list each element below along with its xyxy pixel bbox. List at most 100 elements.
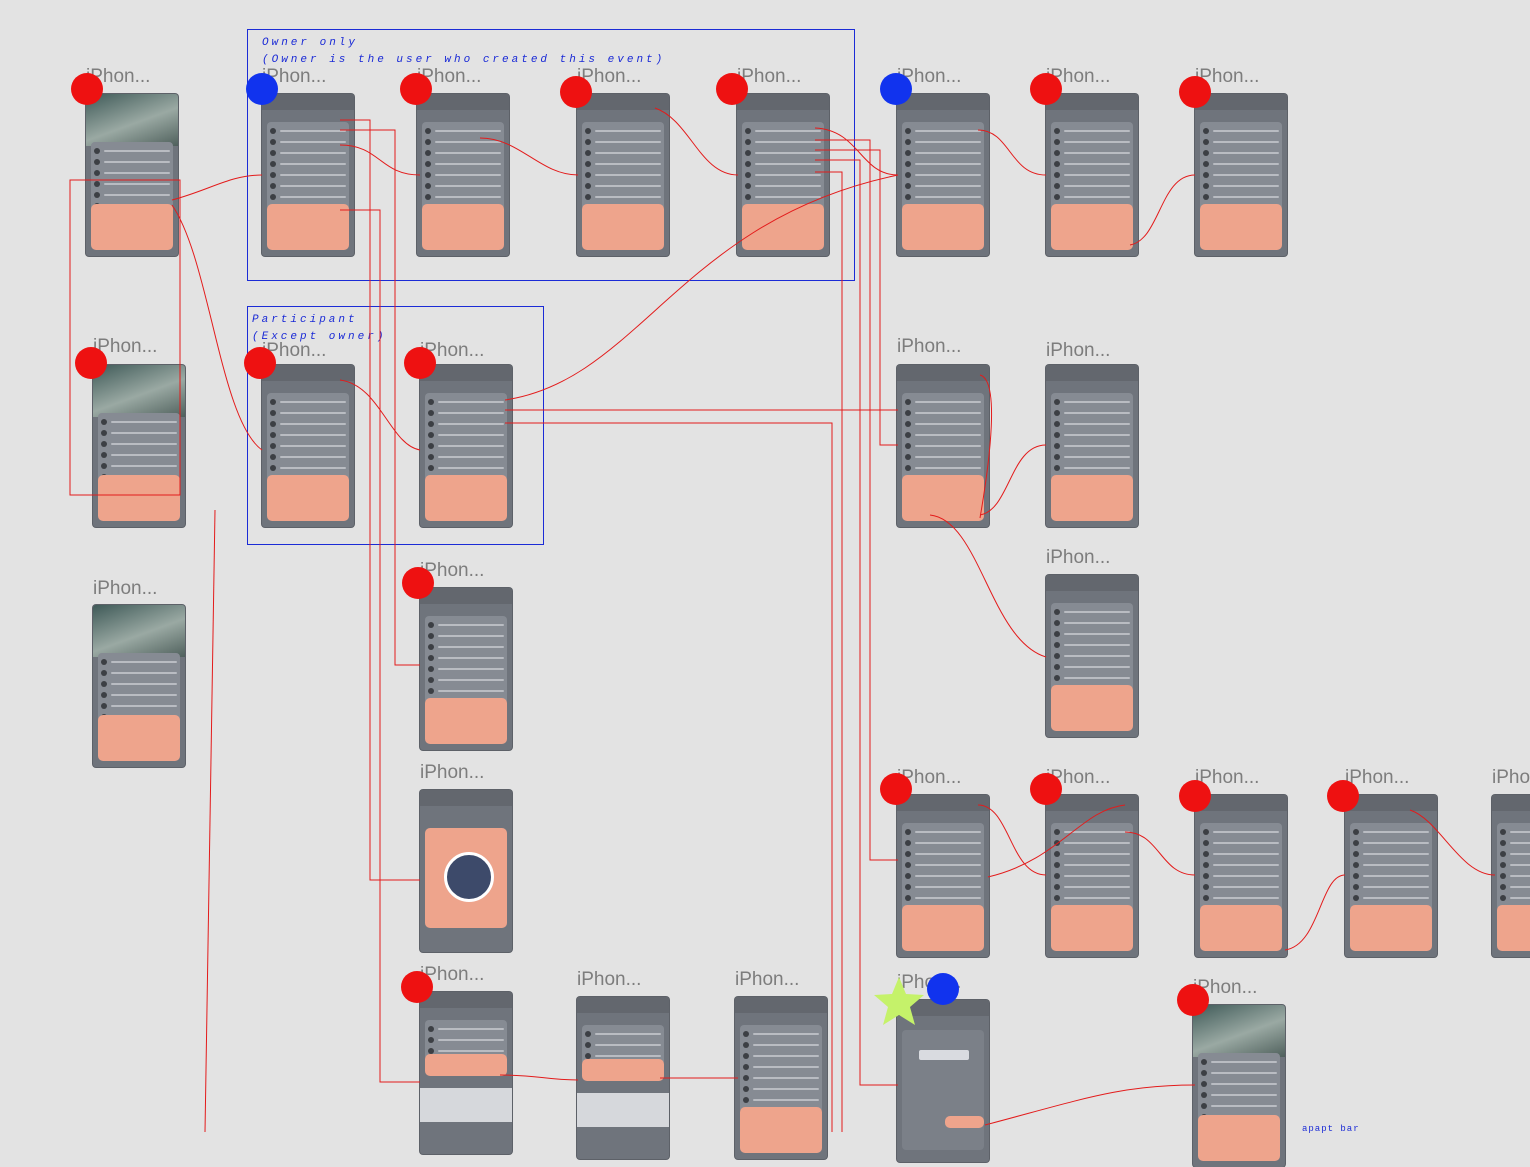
- frame-share-sheet[interactable]: [1046, 365, 1138, 527]
- list-item[interactable]: [1510, 864, 1530, 866]
- list-item[interactable]: [111, 465, 177, 467]
- list-item[interactable]: [753, 1044, 819, 1046]
- list-item[interactable]: [915, 467, 981, 469]
- list-item[interactable]: [1064, 434, 1130, 436]
- frame-manage-next[interactable]: [1492, 795, 1530, 957]
- list-item[interactable]: [755, 196, 821, 198]
- list-item[interactable]: [1064, 174, 1130, 176]
- list-item[interactable]: [1213, 886, 1279, 888]
- list-item[interactable]: [438, 690, 504, 692]
- list-item[interactable]: [438, 646, 504, 648]
- list-item[interactable]: [915, 185, 981, 187]
- list-item[interactable]: [1064, 853, 1130, 855]
- list-item[interactable]: [1213, 897, 1279, 899]
- list-item[interactable]: [753, 1066, 819, 1068]
- list-item[interactable]: [915, 842, 981, 844]
- list-item[interactable]: [438, 401, 504, 403]
- list-item[interactable]: [438, 1028, 504, 1030]
- list-item[interactable]: [435, 130, 501, 132]
- frame-participant-menu[interactable]: [420, 365, 512, 527]
- list-item[interactable]: [1064, 163, 1130, 165]
- list-item[interactable]: [915, 174, 981, 176]
- list-item[interactable]: [1064, 185, 1130, 187]
- done-button[interactable]: [945, 1116, 984, 1128]
- list-item[interactable]: [1064, 886, 1130, 888]
- list-item[interactable]: [1064, 611, 1130, 613]
- frame-home-timeline[interactable]: [93, 365, 185, 527]
- list-item[interactable]: [1064, 655, 1130, 657]
- list-item[interactable]: [1211, 1072, 1277, 1074]
- list-item[interactable]: [1064, 897, 1130, 899]
- list-item[interactable]: [280, 412, 346, 414]
- frame-event-participant[interactable]: [262, 365, 354, 527]
- list-item[interactable]: [915, 130, 981, 132]
- frame-message-input[interactable]: [420, 992, 512, 1154]
- list-item[interactable]: [1213, 842, 1279, 844]
- list-item[interactable]: [1064, 412, 1130, 414]
- frame-invite-list[interactable]: [1046, 94, 1138, 256]
- list-item[interactable]: [1213, 875, 1279, 877]
- list-item[interactable]: [104, 161, 170, 163]
- list-item[interactable]: [1213, 163, 1279, 165]
- list-item[interactable]: [1064, 875, 1130, 877]
- list-item[interactable]: [435, 196, 501, 198]
- list-item[interactable]: [755, 174, 821, 176]
- list-item[interactable]: [111, 454, 177, 456]
- list-item[interactable]: [915, 445, 981, 447]
- list-item[interactable]: [438, 668, 504, 670]
- list-item[interactable]: [595, 163, 661, 165]
- list-item[interactable]: [438, 624, 504, 626]
- list-item[interactable]: [438, 657, 504, 659]
- list-item[interactable]: [1213, 174, 1279, 176]
- list-item[interactable]: [1363, 853, 1429, 855]
- list-item[interactable]: [1211, 1083, 1277, 1085]
- frame-home-nomessage[interactable]: [93, 605, 185, 767]
- list-item[interactable]: [1064, 130, 1130, 132]
- list-item[interactable]: [111, 705, 177, 707]
- list-item[interactable]: [1064, 456, 1130, 458]
- list-item[interactable]: [280, 185, 346, 187]
- list-item[interactable]: [438, 412, 504, 414]
- list-item[interactable]: [438, 423, 504, 425]
- list-item[interactable]: [111, 672, 177, 674]
- list-item[interactable]: [755, 141, 821, 143]
- list-item[interactable]: [915, 196, 981, 198]
- list-item[interactable]: [1211, 1061, 1277, 1063]
- frame-owner-options[interactable]: [737, 94, 829, 256]
- list-item[interactable]: [111, 432, 177, 434]
- list-item[interactable]: [435, 163, 501, 165]
- list-item[interactable]: [1064, 644, 1130, 646]
- list-item[interactable]: [1064, 423, 1130, 425]
- list-item[interactable]: [104, 172, 170, 174]
- list-item[interactable]: [438, 635, 504, 637]
- list-item[interactable]: [1510, 831, 1530, 833]
- list-item[interactable]: [595, 1033, 661, 1035]
- list-item[interactable]: [915, 401, 981, 403]
- list-item[interactable]: [1064, 831, 1130, 833]
- list-item[interactable]: [915, 897, 981, 899]
- list-item[interactable]: [915, 853, 981, 855]
- list-item[interactable]: [915, 152, 981, 154]
- list-item[interactable]: [915, 886, 981, 888]
- list-item[interactable]: [595, 1044, 661, 1046]
- frame-home-history[interactable]: [86, 94, 178, 256]
- list-item[interactable]: [915, 434, 981, 436]
- list-item[interactable]: [755, 152, 821, 154]
- list-item[interactable]: [753, 1055, 819, 1057]
- list-item[interactable]: [1213, 864, 1279, 866]
- list-item[interactable]: [595, 152, 661, 154]
- list-item[interactable]: [280, 423, 346, 425]
- list-item[interactable]: [438, 1039, 504, 1041]
- list-item[interactable]: [1510, 842, 1530, 844]
- list-item[interactable]: [111, 421, 177, 423]
- list-item[interactable]: [1211, 1094, 1277, 1096]
- list-item[interactable]: [755, 130, 821, 132]
- list-item[interactable]: [1064, 152, 1130, 154]
- list-item[interactable]: [111, 443, 177, 445]
- list-item[interactable]: [595, 185, 661, 187]
- list-item[interactable]: [753, 1077, 819, 1079]
- list-item[interactable]: [280, 141, 346, 143]
- list-item[interactable]: [753, 1099, 819, 1101]
- list-item[interactable]: [1064, 445, 1130, 447]
- frame-event-list[interactable]: [420, 588, 512, 750]
